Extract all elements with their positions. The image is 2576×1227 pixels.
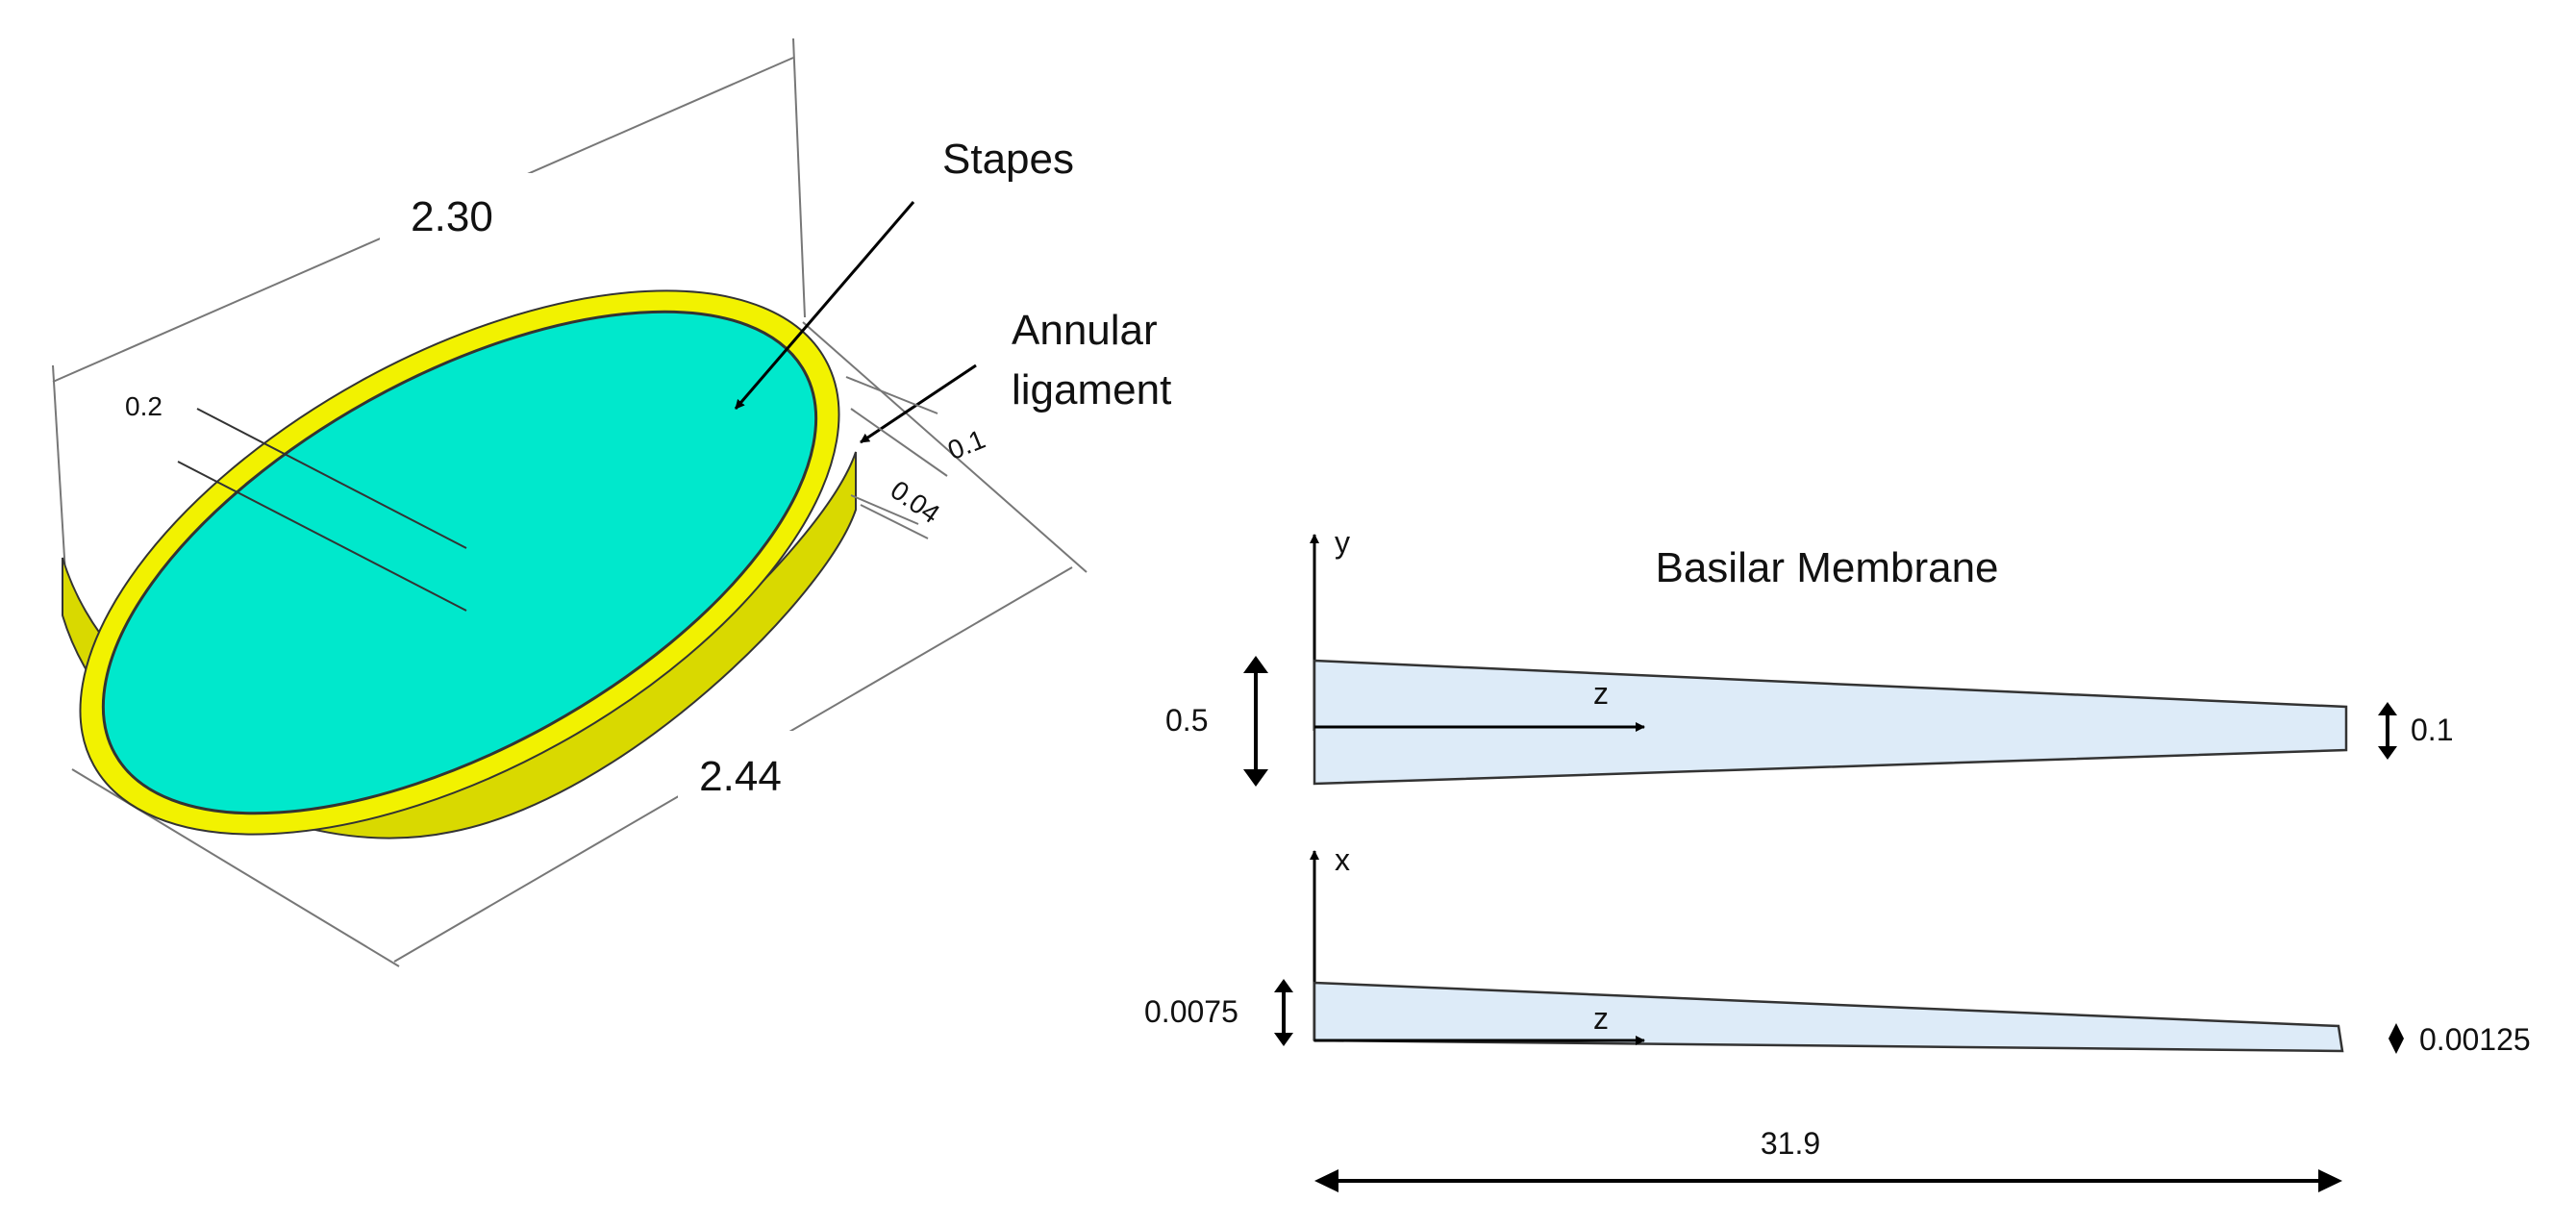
length-label: 31.9	[1761, 1126, 1820, 1161]
base-width-arrow-head-bottom	[1243, 769, 1268, 787]
base-thickness-label: 0.0075	[1144, 994, 1238, 1029]
stapes-pointer-arrow	[734, 201, 915, 410]
base-width-label: 0.5	[1165, 703, 1208, 738]
base-width-arrow-head-top	[1243, 656, 1268, 673]
z-axis-top-label: z	[1593, 676, 1609, 711]
basilar-membrane-top-view	[1313, 659, 2348, 786]
basilar-membrane-figure: Basilar Membrane y z 0.5 0.1 x z 0.0075 …	[1144, 525, 2531, 1192]
annular-ligament-label-1: Annular	[1012, 307, 1158, 354]
length-arrow-head-left	[1314, 1169, 1338, 1192]
apex-width-arrow-head-top	[2378, 702, 2397, 715]
length-arrow-head-right	[2318, 1169, 2342, 1192]
dim-length-box	[380, 173, 534, 250]
base-thickness-arrow-head-bottom	[1274, 1033, 1293, 1046]
stapes-dim-footplate-thickness: 0.2	[125, 391, 163, 421]
x-axis-label: x	[1335, 842, 1350, 877]
footplate-thickness-line-2	[177, 461, 467, 612]
base-thickness-arrow-head-top	[1274, 979, 1293, 992]
stapes-figure: 2.30 2.44 0.2 0.1 0.04 Stapes Annular li…	[52, 38, 1171, 967]
dim-width-box	[678, 731, 841, 813]
basilar-title: Basilar Membrane	[1655, 544, 1998, 591]
stapes-dim-ligament-thickness: 0.1	[943, 424, 989, 465]
footplate-thickness-line-1	[196, 408, 467, 549]
stapes-dim-length: 2.30	[411, 193, 493, 240]
apex-width-label: 0.1	[2411, 713, 2453, 747]
ligament-pointer-arrow	[860, 363, 977, 444]
apex-width-arrow-head-bottom	[2378, 746, 2397, 760]
apex-thickness-marker	[2388, 1023, 2404, 1054]
ligament-dim-ticks	[845, 376, 948, 539]
annular-ligament-label-2: ligament	[1012, 366, 1171, 413]
basilar-membrane-side-view	[1313, 981, 2344, 1053]
stapes-label: Stapes	[942, 136, 1074, 183]
stapes-footplate	[101, 310, 818, 815]
stapes-dim-width: 2.44	[699, 753, 782, 800]
apex-thickness-label: 0.00125	[2419, 1022, 2531, 1057]
z-axis-bottom-label: z	[1593, 1001, 1609, 1036]
y-axis-label: y	[1335, 525, 1350, 560]
